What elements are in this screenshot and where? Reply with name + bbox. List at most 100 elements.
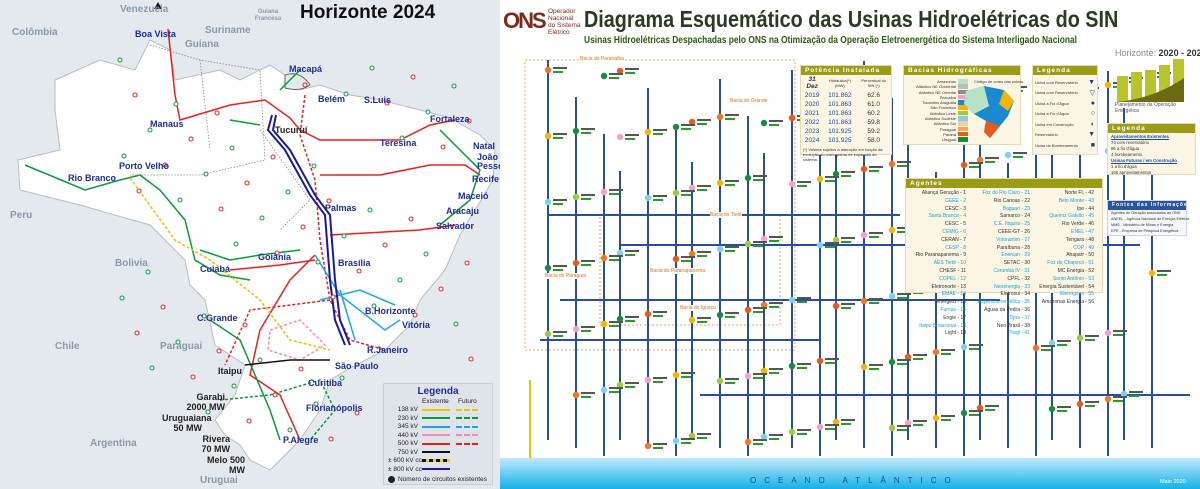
hydro-plant-marker[interactable] (788, 180, 796, 188)
agent-item: CESP - 8 (945, 244, 966, 251)
hydro-plant-marker[interactable] (672, 371, 680, 379)
hydro-plant-marker[interactable] (888, 160, 896, 168)
hydro-plant-marker[interactable] (904, 353, 912, 361)
hydro-plant-marker[interactable] (832, 236, 840, 244)
hydro-plant-marker[interactable] (688, 432, 696, 440)
hydro-plant-marker[interactable] (600, 386, 608, 394)
hydro-plant-marker[interactable] (616, 381, 624, 389)
plant-name-mark (897, 161, 911, 163)
hydro-plant-marker[interactable] (888, 226, 896, 234)
hydro-plant-marker[interactable] (544, 66, 552, 74)
hydro-plant-marker[interactable] (616, 315, 624, 323)
hydro-plant-marker[interactable] (788, 362, 796, 370)
hydro-plant-marker[interactable] (1076, 400, 1084, 408)
hydro-plant-marker[interactable] (932, 414, 940, 422)
hydro-plant-marker[interactable] (788, 296, 796, 304)
hydro-plant-marker[interactable] (760, 119, 768, 127)
hydro-plant-marker[interactable] (672, 255, 680, 263)
hydro-plant-marker[interactable] (888, 292, 896, 300)
plant-name-mark (1085, 401, 1099, 403)
hydro-plant-marker[interactable] (932, 348, 940, 356)
hydro-plant-marker[interactable] (616, 249, 624, 257)
hydro-plant-marker[interactable] (832, 418, 840, 426)
hydro-plant-marker[interactable] (644, 310, 652, 318)
hydro-plant-marker[interactable] (760, 433, 768, 441)
hydro-plant-marker[interactable] (760, 367, 768, 375)
hydro-plant-marker[interactable] (744, 306, 752, 314)
hydro-plant-marker[interactable] (672, 437, 680, 445)
hydro-plant-marker[interactable] (1048, 339, 1056, 347)
hydro-plant-marker[interactable] (600, 72, 608, 80)
hydro-plant-marker[interactable] (1004, 151, 1012, 159)
hydro-plant-marker[interactable] (716, 179, 724, 187)
hydro-plant-marker[interactable] (1148, 269, 1156, 277)
hydro-plant-marker[interactable] (716, 311, 724, 319)
hydro-plant-marker[interactable] (888, 358, 896, 366)
hydro-plant-marker[interactable] (816, 175, 824, 183)
hydro-plant-marker[interactable] (672, 189, 680, 197)
hydro-plant-marker[interactable] (572, 193, 580, 201)
agent-item: CEEE - 2 (945, 197, 966, 204)
hydro-plant-marker[interactable] (788, 428, 796, 436)
hydro-plant-marker[interactable] (600, 188, 608, 196)
hydro-plant-marker[interactable] (788, 114, 796, 122)
hydro-plant-marker[interactable] (544, 264, 552, 272)
hydro-plant-marker[interactable] (960, 409, 968, 417)
hydro-plant-marker[interactable] (688, 184, 696, 192)
bacias-caption: Código de cores das usinas (974, 79, 1024, 84)
hydro-plant-marker[interactable] (816, 423, 824, 431)
hydro-plant-marker[interactable] (600, 254, 608, 262)
hydro-plant-marker[interactable] (544, 330, 552, 338)
hydro-plant-marker[interactable] (644, 194, 652, 202)
agent-item: CESC - 3 (944, 205, 966, 212)
hydro-plant-marker[interactable] (688, 250, 696, 258)
hydro-plant-marker[interactable] (1032, 344, 1040, 352)
hydro-plant-marker[interactable] (860, 231, 868, 239)
hydro-plant-marker[interactable] (760, 235, 768, 243)
hydro-plant-marker[interactable] (572, 325, 580, 333)
hydro-plant-marker[interactable] (860, 165, 868, 173)
hydro-plant-marker[interactable] (832, 170, 840, 178)
hydro-plant-marker[interactable] (616, 67, 624, 75)
hydro-plant-marker[interactable] (600, 320, 608, 328)
hydro-plant-marker[interactable] (960, 161, 968, 169)
hydro-plant-marker[interactable] (1120, 390, 1128, 398)
hydro-plant-marker[interactable] (672, 123, 680, 131)
hydro-plant-marker[interactable] (760, 301, 768, 309)
hydro-plant-marker[interactable] (1076, 334, 1084, 342)
hydro-plant-marker[interactable] (960, 343, 968, 351)
hydro-plant-marker[interactable] (744, 438, 752, 446)
hydro-plant-marker[interactable] (716, 113, 724, 121)
hydro-plant-marker[interactable] (1048, 405, 1056, 413)
hydro-plant-marker[interactable] (832, 302, 840, 310)
hydro-plant-marker[interactable] (744, 240, 752, 248)
hydro-plant-marker[interactable] (716, 377, 724, 385)
hydro-plant-marker[interactable] (816, 241, 824, 249)
hydro-plant-marker[interactable] (744, 372, 752, 380)
hydro-plant-marker[interactable] (860, 297, 868, 305)
basin-name: Paraguai (939, 126, 956, 132)
hydro-plant-marker[interactable] (816, 357, 824, 365)
hydro-plant-marker[interactable] (744, 174, 752, 182)
hydro-plant-marker[interactable] (644, 376, 652, 384)
hydro-plant-marker[interactable] (616, 133, 624, 141)
hydro-plant-marker[interactable] (904, 419, 912, 427)
hydro-plant-marker[interactable] (572, 259, 580, 267)
hydro-plant-marker[interactable] (860, 363, 868, 371)
hydro-plant-marker[interactable] (688, 118, 696, 126)
hydro-plant-marker[interactable] (644, 442, 652, 450)
hydro-plant-marker[interactable] (572, 127, 580, 135)
hydro-plant-marker[interactable] (976, 156, 984, 164)
hydro-plant-marker[interactable] (888, 424, 896, 432)
hydro-plant-marker[interactable] (1104, 81, 1112, 89)
hydro-plant-marker[interactable] (544, 132, 552, 140)
hydro-plant-marker[interactable] (644, 128, 652, 136)
legend-note: Número de circuitos existentes (398, 476, 487, 484)
hydro-plant-marker[interactable] (572, 391, 580, 399)
hydro-plant-marker[interactable] (544, 198, 552, 206)
hydro-plant-marker[interactable] (1104, 329, 1112, 337)
hydro-plant-marker[interactable] (688, 316, 696, 324)
hydro-plant-marker[interactable] (1104, 395, 1112, 403)
hydro-plant-marker[interactable] (976, 404, 984, 412)
hydro-plant-marker[interactable] (716, 245, 724, 253)
